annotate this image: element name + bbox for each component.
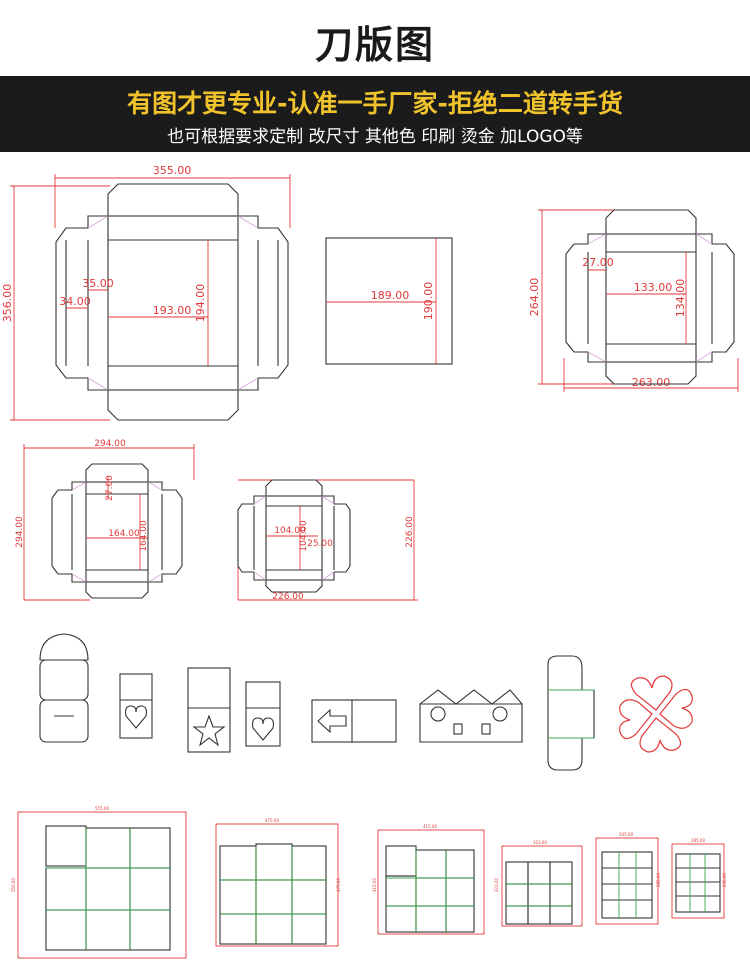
dim-inner-height: 194.00 xyxy=(194,284,207,323)
dim-outer-height: 264.00 xyxy=(528,278,541,317)
dieline-box-4: 294.00 294.00 27.00 164.00 164.00 xyxy=(15,439,195,601)
dim-flap: 27.00 xyxy=(582,256,614,269)
dim-height: 294.00 xyxy=(15,516,25,548)
grid-dieline-1: 555.00 555.00 xyxy=(11,806,187,959)
dim-width: 226.00 xyxy=(272,592,304,602)
grid-1-height: 555.00 xyxy=(11,878,16,892)
dim-height: 356.00 xyxy=(1,284,14,323)
grid-diagrams: 555.00 555.00 475.00 475.00 xyxy=(11,806,727,959)
dim-flap: 27.00 xyxy=(105,475,115,501)
grid-2-width: 475.00 xyxy=(265,818,279,823)
dim-width: 263.00 xyxy=(632,376,671,389)
page-title: 刀版图 xyxy=(314,23,435,67)
grid-dieline-5: 245.00 285.00 xyxy=(595,832,661,925)
grid-dieline-6: 285.00 245.00 xyxy=(671,838,727,919)
dim-inner-height: 134.00 xyxy=(674,279,687,318)
shape-heart-window xyxy=(119,673,153,739)
shape-heart-window-2 xyxy=(245,681,281,747)
dim-width: 189.00 xyxy=(371,289,410,302)
dim-width: 294.00 xyxy=(94,439,126,449)
grid-3-height: 415.00 xyxy=(372,878,377,892)
grid-dieline-3: 415.00 415.00 xyxy=(372,824,485,935)
grid-3-width: 415.00 xyxy=(423,824,437,829)
grid-5-width: 245.00 xyxy=(619,832,633,837)
banner-services: 也可根据要求定制 改尺寸 其他色 印刷 烫金 加LOGO等 xyxy=(167,127,583,147)
grid-dieline-2: 475.00 475.00 xyxy=(215,818,341,947)
dim-flap: 25.00 xyxy=(307,539,333,549)
dim-flap-a: 35.00 xyxy=(82,277,114,290)
banner-slogan: 有图才更专业-认准一手厂家-拒绝二道转手货 xyxy=(127,89,623,118)
grid-1-width: 555.00 xyxy=(95,806,109,811)
dim-inner-width: 193.00 xyxy=(153,304,192,317)
dim-inner-width: 104.00 xyxy=(274,526,306,536)
shape-arrow-window xyxy=(311,699,397,743)
grid-4-width: 323.00 xyxy=(533,840,547,845)
dim-inner-width: 133.00 xyxy=(634,281,673,294)
promo-banner: 有图才更专业-认准一手厂家-拒绝二道转手货 也可根据要求定制 改尺寸 其他色 印… xyxy=(0,76,750,152)
shape-star-window xyxy=(187,667,231,753)
shape-row xyxy=(39,633,693,771)
dim-inner-height: 104.00 xyxy=(299,520,309,552)
dieline-box-3: 264.00 263.00 27.00 133.00 134.00 xyxy=(528,209,739,392)
dim-inner-width: 164.00 xyxy=(108,529,140,539)
grid-dieline-4: 323.00 323.00 xyxy=(494,840,583,927)
dim-width: 355.00 xyxy=(153,164,192,177)
grid-4-height: 323.00 xyxy=(494,878,499,892)
dim-flap-b: 34.00 xyxy=(59,295,91,308)
grid-6-width: 285.00 xyxy=(691,838,705,843)
dieline-box-5: 226.00 226.00 104.00 104.00 25.00 xyxy=(237,479,418,602)
dim-height: 226.00 xyxy=(405,516,415,548)
dieline-box-1: 355.00 356.00 193.00 194.00 35.00 34.00 xyxy=(1,164,291,421)
dim-inner-height: 164.00 xyxy=(139,520,149,552)
dim-height: 190.00 xyxy=(422,282,435,321)
shape-houses xyxy=(419,689,523,743)
grid-2-height: 475.00 xyxy=(336,878,341,892)
shape-pillow-box xyxy=(547,655,595,771)
grid-6-height: 245.00 xyxy=(722,873,727,887)
grid-5-height: 285.00 xyxy=(656,873,661,887)
dieline-panel-2: 189.00 190.00 xyxy=(325,237,453,365)
shape-pouch xyxy=(39,633,89,743)
shape-heart-clover xyxy=(619,675,693,753)
